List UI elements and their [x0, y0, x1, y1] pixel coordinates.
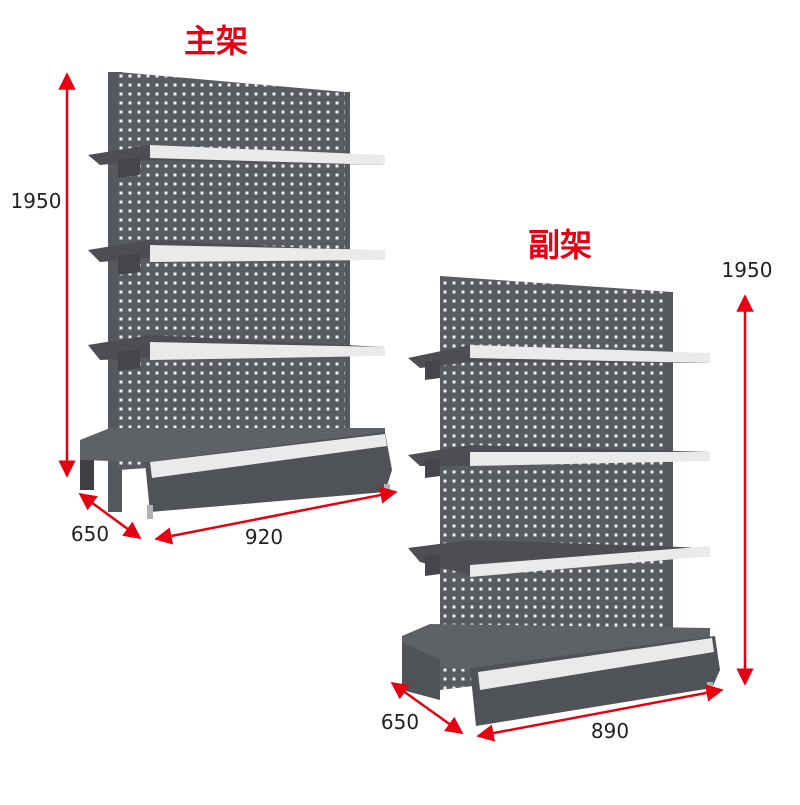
main-shelf-height-label: 1950: [11, 189, 62, 213]
main-shelf-width-arrow: [154, 486, 398, 545]
sub-shelf-base-lip: [478, 638, 714, 690]
sub-shelf-tier-3: [408, 540, 710, 577]
main-shelf-depth-arrow: [78, 492, 142, 540]
sub-shelf-tier-3-lip: [470, 546, 710, 577]
main-shelf-tier-2-lip: [150, 245, 385, 262]
main-shelf-tier-3-lip: [150, 342, 385, 360]
main-shelf-foot-1: [147, 505, 153, 519]
main-shelf-tier-2-bracket: [118, 254, 140, 275]
main-shelf-base: [80, 428, 392, 519]
main-shelf-base-deck: [80, 428, 385, 462]
sub-shelf-tier-1: [408, 345, 710, 380]
main-shelf-right-post: [342, 92, 350, 452]
sub-shelf-title: 副架: [528, 226, 592, 264]
main-shelf-depth-label: 650: [71, 522, 109, 546]
sub-shelf-tier-2: [408, 445, 710, 478]
main-shelf-pegboard-holes: [118, 72, 345, 470]
sub-shelf-width-label: 890: [591, 719, 629, 743]
sub-shelf-right-post: [664, 292, 673, 662]
main-shelf-tier-3: [88, 335, 385, 371]
main-shelf: [80, 72, 392, 519]
sub-shelf: [402, 276, 720, 726]
main-shelf-tier-1: [88, 145, 385, 178]
sub-shelf-tier-2-lip: [470, 452, 710, 466]
main-shelf-width-label: 920: [245, 525, 283, 549]
main-shelf-tier-3-bracket: [118, 350, 140, 371]
main-shelf-base-lip: [150, 434, 387, 478]
main-shelf-tier-1-bracket: [118, 158, 140, 178]
main-shelf-title: 主架: [184, 22, 248, 60]
main-shelf-tier-1-lip: [150, 145, 385, 165]
sub-shelf-height-label: 1950: [722, 258, 773, 282]
sub-shelf-tier-2-bracket: [425, 458, 440, 478]
sub-shelf-tier-3-bracket: [425, 554, 440, 576]
sub-shelf-tier-1-lip: [470, 345, 710, 363]
sub-shelf-tier-1-bracket: [425, 360, 440, 380]
main-shelf-tier-2: [88, 240, 385, 275]
sub-shelf-pegboard-holes: [440, 276, 672, 690]
sub-shelf-depth-arrow: [390, 681, 464, 735]
sub-shelf-depth-label: 650: [381, 710, 419, 734]
sub-shelf-base-deck: [402, 624, 710, 670]
sub-shelf-width-arrow: [476, 684, 724, 742]
